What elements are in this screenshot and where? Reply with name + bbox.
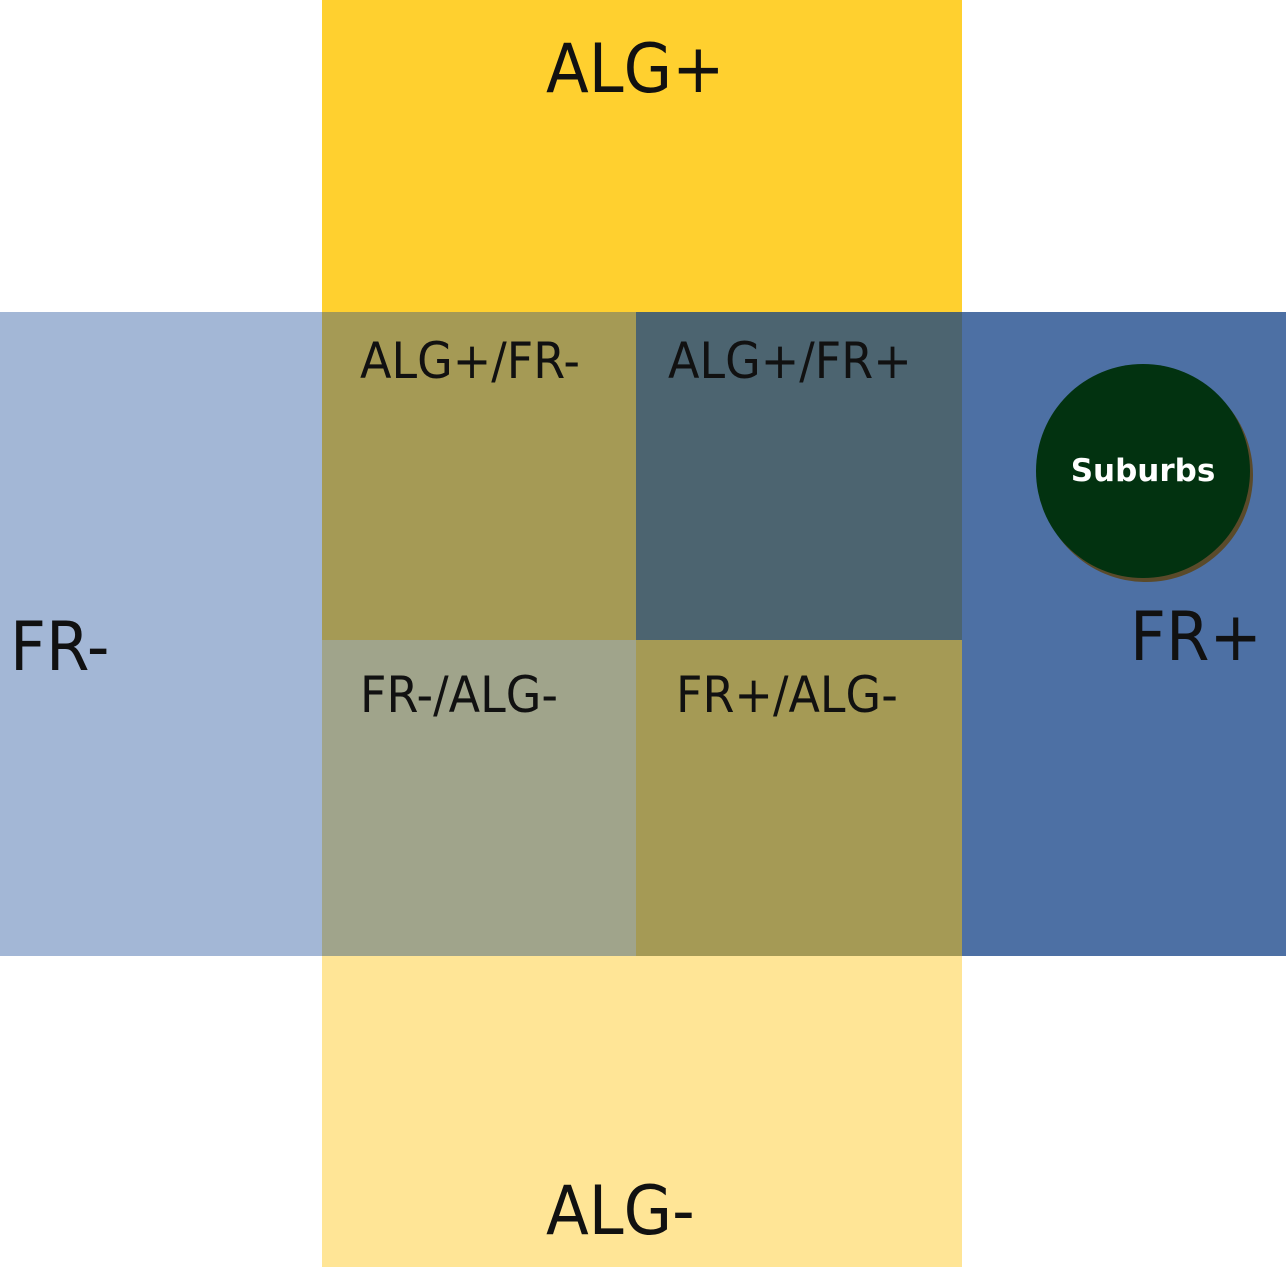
fr-plus-label: FR+ bbox=[1130, 598, 1262, 677]
fr-minus-region bbox=[0, 312, 322, 956]
quadrant-alg-plus-fr-plus bbox=[636, 312, 962, 640]
fr-minus-label: FR- bbox=[10, 608, 110, 687]
alg-plus-region bbox=[322, 0, 962, 312]
alg-plus-label: ALG+ bbox=[546, 30, 725, 109]
quadrant-label-alg-plus-fr-plus: ALG+/FR+ bbox=[668, 332, 912, 390]
quadrant-fr-plus-alg-minus bbox=[636, 640, 962, 956]
alg-minus-label: ALG- bbox=[546, 1172, 695, 1251]
quadrant-label-alg-plus-fr-minus: ALG+/FR- bbox=[360, 332, 580, 390]
quadrant-fr-minus-alg-minus bbox=[322, 640, 636, 956]
quadrant-label-fr-minus-alg-minus: FR-/ALG- bbox=[360, 666, 559, 724]
quadrant-label-fr-plus-alg-minus: FR+/ALG- bbox=[676, 666, 898, 724]
alg-minus-region bbox=[322, 956, 962, 1267]
quadrant-alg-plus-fr-minus bbox=[322, 312, 636, 640]
suburbs-label: Suburbs bbox=[1070, 452, 1216, 489]
suburbs-marker: Suburbs bbox=[1036, 364, 1250, 578]
